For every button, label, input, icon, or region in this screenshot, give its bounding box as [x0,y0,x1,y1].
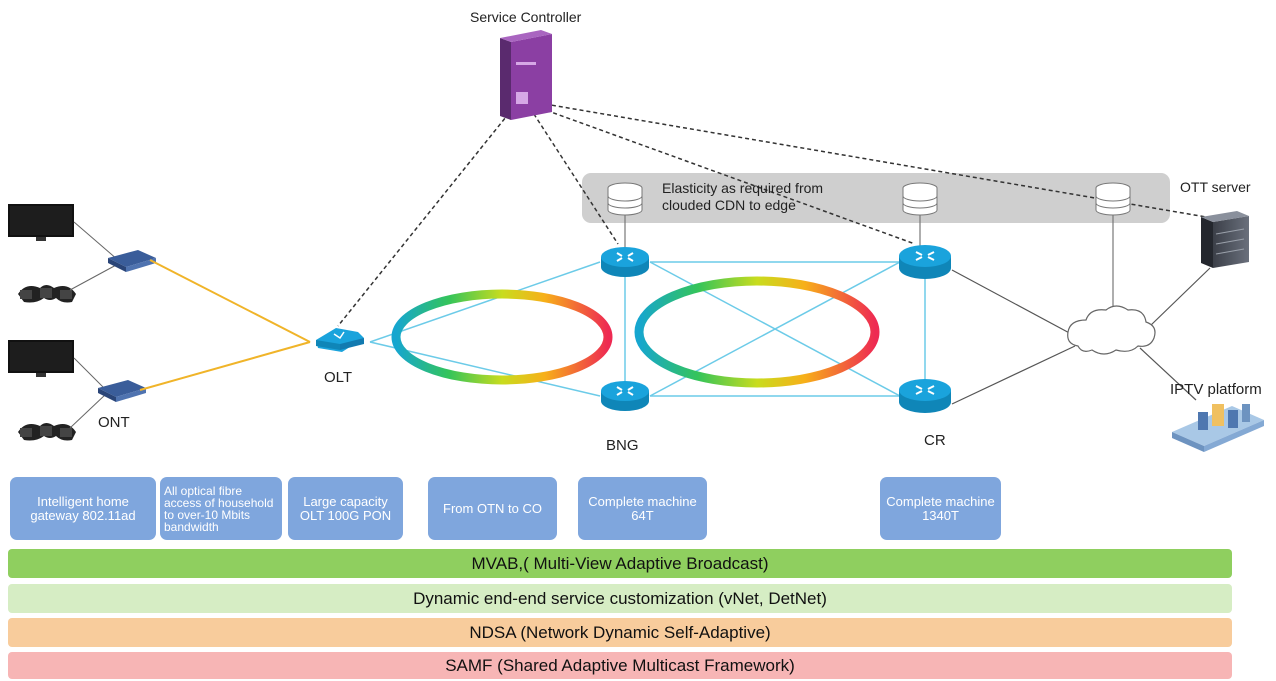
bng-router-bottom-icon [600,380,650,412]
iptv-platform-label: IPTV platform [1170,381,1262,398]
cdn-storage-icon-1 [607,182,643,216]
cr-router-bottom-icon [898,378,952,414]
cdn-caption-line-1: Elasticity as required from [662,180,824,196]
cdn-caption-line-2: clouded CDN to edge [662,197,796,213]
cdn-storage-icon-3 [1095,182,1131,216]
bar-service-customization: Dynamic end-end service customization (v… [8,584,1232,613]
ott-server-icon [1201,211,1249,268]
bng-router-top-icon [600,246,650,278]
feature-box-olt-capacity: Large capacity OLT 100G PON [288,477,403,540]
bng-label: BNG [606,437,639,454]
vr-headset-icon-1 [18,285,76,303]
ont-label: ONT [98,414,130,431]
ont-device-icon-1 [108,250,156,272]
cr-router-top-icon [898,244,952,280]
olt-device-icon [316,328,364,352]
tv-icon-1 [8,204,74,241]
feature-box-otn-to-co: From OTN to CO [428,477,557,540]
service-controller-icon [500,30,552,120]
cr-label: CR [924,432,946,449]
bar-samf: SAMF (Shared Adaptive Multicast Framewor… [8,652,1232,679]
feature-box-fibre-access: All optical fibre access of household to… [160,477,282,540]
service-controller-label: Service Controller [470,9,582,25]
iptv-platform-icon [1172,404,1264,452]
home-devices [8,204,156,441]
tv-icon-2 [8,340,74,377]
olt-label: OLT [324,369,353,386]
bar-mvab: MVAB,( Multi-View Adaptive Broadcast) [8,549,1232,578]
cdn-caption: Elasticity as required from clouded CDN … [662,180,823,214]
feature-box-machine-64t: Complete machine 64T [578,477,707,540]
feature-box-home-gateway: Intelligent home gateway 802.11ad [10,477,156,540]
ring-access [391,289,613,385]
vr-headset-icon-2 [18,423,76,441]
ring-core [634,276,880,388]
bar-ndsa: NDSA (Network Dynamic Self-Adaptive) [8,618,1232,647]
ont-device-icon-2 [98,380,146,402]
ott-server-label: OTT server [1180,179,1251,195]
feature-box-machine-1340t: Complete machine 1340T [880,477,1001,540]
cdn-storage-icon-2 [902,182,938,216]
cloud-icon [1067,305,1156,355]
